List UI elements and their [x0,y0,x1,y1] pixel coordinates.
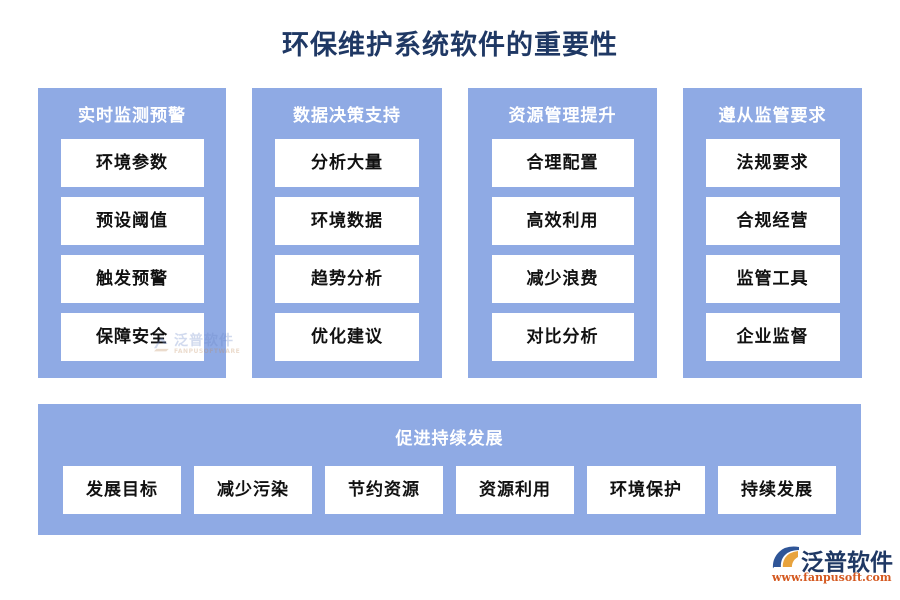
list-item[interactable]: 保障安全 [60,313,204,361]
list-item[interactable]: 企业监督 [705,313,840,361]
list-item[interactable]: 减少浪费 [491,255,634,303]
list-item[interactable]: 预设阈值 [60,197,204,245]
company-logo: 泛普软件 www.fanpusoft.com [770,543,894,589]
list-item[interactable]: 发展目标 [63,466,181,514]
list-item[interactable]: 持续发展 [718,466,836,514]
category-column-2[interactable]: 数据决策支持 分析大量 环境数据 趋势分析 优化建议 [252,88,442,378]
fanpu-logo-icon [771,546,799,571]
bottom-panel-title: 促进持续发展 [395,429,504,449]
list-item[interactable]: 环境参数 [60,139,204,187]
category-column-1-title: 实时监测预警 [78,106,186,126]
category-column-4-cards: 法规要求 合规经营 监管工具 企业监督 [683,139,862,361]
category-column-4[interactable]: 遵从监管要求 法规要求 合规经营 监管工具 企业监督 [683,88,862,378]
company-logo-url: www.fanpusoft.com [772,571,892,584]
category-columns: 实时监测预警 环境参数 预设阈值 触发预警 保障安全 数据决策支持 分析大量 环… [38,88,862,378]
list-item[interactable]: 环境数据 [275,197,419,245]
category-column-1-cards: 环境参数 预设阈值 触发预警 保障安全 [38,139,226,361]
list-item[interactable]: 减少污染 [194,466,312,514]
category-column-2-title: 数据决策支持 [293,106,401,126]
list-item[interactable]: 优化建议 [275,313,419,361]
list-item[interactable]: 合规经营 [705,197,840,245]
category-column-1[interactable]: 实时监测预警 环境参数 预设阈值 触发预警 保障安全 [38,88,226,378]
list-item[interactable]: 环境保护 [587,466,705,514]
list-item[interactable]: 节约资源 [325,466,443,514]
list-item[interactable]: 高效利用 [491,197,634,245]
list-item[interactable]: 资源利用 [456,466,574,514]
bottom-panel-cards: 发展目标 减少污染 节约资源 资源利用 环境保护 持续发展 [63,466,836,514]
category-column-4-title: 遵从监管要求 [718,106,827,126]
page-title: 环保维护系统软件的重要性 [282,30,618,61]
list-item[interactable]: 合理配置 [491,139,634,187]
company-logo-text: 泛普软件 [801,550,893,576]
category-column-2-cards: 分析大量 环境数据 趋势分析 优化建议 [252,139,442,361]
list-item[interactable]: 触发预警 [60,255,204,303]
list-item[interactable]: 对比分析 [491,313,634,361]
list-item[interactable]: 监管工具 [705,255,840,303]
list-item[interactable]: 法规要求 [705,139,840,187]
list-item[interactable]: 分析大量 [275,139,419,187]
list-item[interactable]: 趋势分析 [275,255,419,303]
category-column-3[interactable]: 资源管理提升 合理配置 高效利用 减少浪费 对比分析 [468,88,657,378]
bottom-panel[interactable]: 促进持续发展 发展目标 减少污染 节约资源 资源利用 环境保护 持续发展 [38,404,861,535]
category-column-3-cards: 合理配置 高效利用 减少浪费 对比分析 [468,139,657,361]
category-column-3-title: 资源管理提升 [508,106,617,126]
